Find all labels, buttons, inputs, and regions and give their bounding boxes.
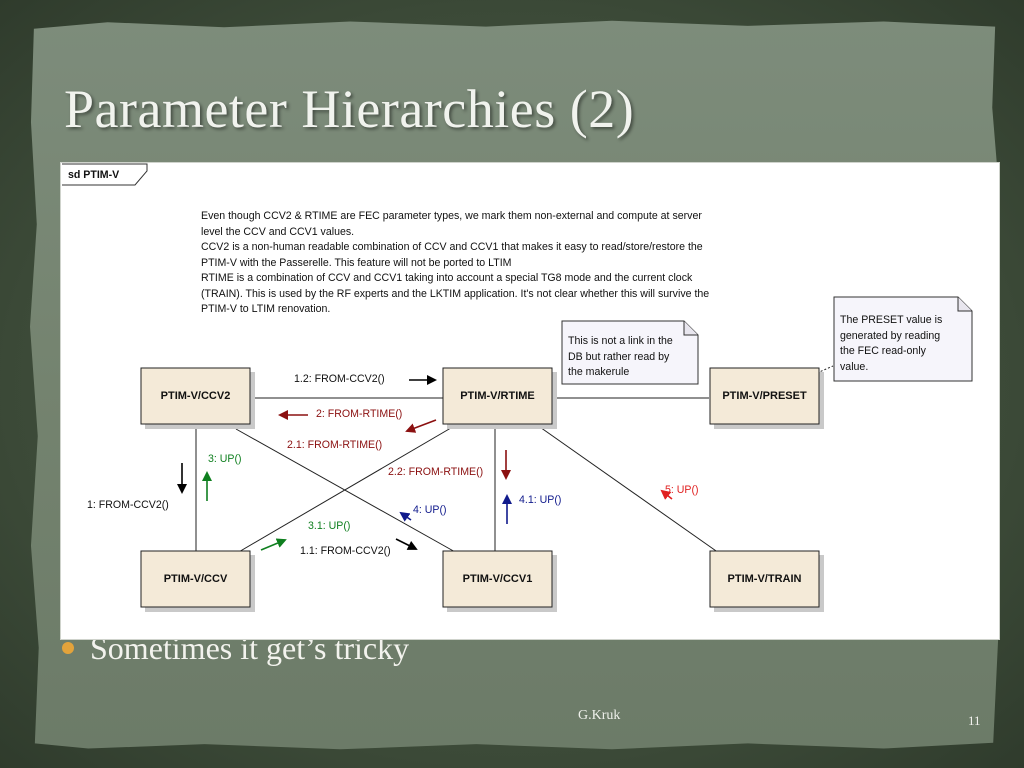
- note-line: the makerule: [568, 366, 630, 378]
- box-shape-train: [709, 550, 820, 608]
- note-makerule: This is not a link in the DB but rather …: [568, 334, 673, 381]
- label-1-1: 1.1: FROM-CCV2(): [300, 545, 391, 557]
- label-2-2: 2.2: FROM-RTIME(): [388, 466, 484, 478]
- link-rtime-train: [536, 424, 720, 554]
- diagram-graphics: [62, 163, 973, 612]
- arrow-4: [399, 511, 412, 522]
- label-2: 2: FROM-RTIME(): [316, 408, 403, 420]
- label-1-2: 1.2: FROM-CCV2(): [294, 373, 385, 385]
- note-shapes: [561, 296, 973, 385]
- box-shape-rtime: [442, 367, 553, 425]
- arrow-5: [660, 489, 673, 500]
- description-line: Even though CCV2 & RTIME are FEC paramet…: [201, 210, 702, 222]
- page-number: 11: [968, 713, 981, 728]
- label-3: 3: UP(): [208, 453, 242, 465]
- description-line: RTIME is a combination of CCV and CCV1 t…: [201, 272, 693, 284]
- arrow-2-1: [405, 419, 437, 433]
- box-shape-ccv: [140, 550, 251, 608]
- diagram-description: Even though CCV2 & RTIME are FEC paramet…: [201, 209, 821, 318]
- description-line: CCV2 is a non-human readable combination…: [201, 241, 703, 253]
- box-ccv1: PTIM-V/CCV1: [462, 573, 533, 585]
- arrow-1-1: [395, 538, 418, 550]
- label-1: 1: FROM-CCV2(): [87, 499, 169, 511]
- box-shapes: [140, 367, 820, 608]
- link-rtime-ccv: [236, 424, 457, 554]
- footer-author: G.Kruk: [578, 708, 621, 723]
- description-line: level the CCV and CCV1 values.: [201, 225, 355, 238]
- label-4-1: 4.1: UP(): [519, 494, 562, 506]
- frame-label-tab: [62, 163, 148, 186]
- frame-label: sd PTIM-V: [68, 169, 120, 181]
- box-shape-ccv1: [442, 550, 553, 608]
- note-line: the FEC read-only: [840, 345, 926, 357]
- box-shape-ccv2: [140, 367, 251, 425]
- box-preset: PTIM-V/PRESET: [722, 390, 807, 402]
- box-shape-preset: [709, 367, 820, 425]
- note-preset-shape: [833, 296, 973, 382]
- sequence-diagram: sd PTIM-V Even though CCV2 & RTIME are F…: [60, 162, 1000, 640]
- box-ccv: PTIM-V/CCV: [163, 573, 228, 585]
- link-preset-note: [816, 365, 834, 374]
- note-line: This is not a link in the: [568, 335, 673, 347]
- arrow-3-1: [260, 538, 287, 551]
- note-line: value.: [840, 360, 869, 373]
- note-line: generated by reading: [840, 329, 941, 342]
- description-line: PTIM-V with the Passerelle. This feature…: [201, 256, 512, 269]
- label-2-1: 2.1: FROM-RTIME(): [287, 439, 383, 451]
- box-ccv2: PTIM-V/CCV2: [160, 390, 231, 402]
- note-line: The PRESET value is: [840, 314, 943, 326]
- bullet-dot-icon: [62, 641, 74, 654]
- description-line: PTIM-V to LTIM renovation.: [201, 303, 331, 315]
- label-3-1: 3.1: UP(): [308, 520, 351, 532]
- box-train: PTIM-V/TRAIN: [727, 573, 802, 585]
- box-rtime: PTIM-V/RTIME: [460, 390, 535, 402]
- description-line: (TRAIN). This is used by the RF experts …: [201, 287, 710, 300]
- note-makerule-shape: [561, 320, 699, 385]
- label-5: 5: UP(): [665, 484, 699, 496]
- label-4: 4: UP(): [413, 504, 447, 516]
- note-preset: The PRESET value is generated by reading…: [840, 313, 942, 375]
- note-line: DB but rather read by: [568, 350, 670, 363]
- link-ccv2-ccv1: [235, 428, 458, 554]
- slide-title: Parameter Hierarchies (2): [64, 79, 635, 139]
- connector-lines: [195, 365, 834, 554]
